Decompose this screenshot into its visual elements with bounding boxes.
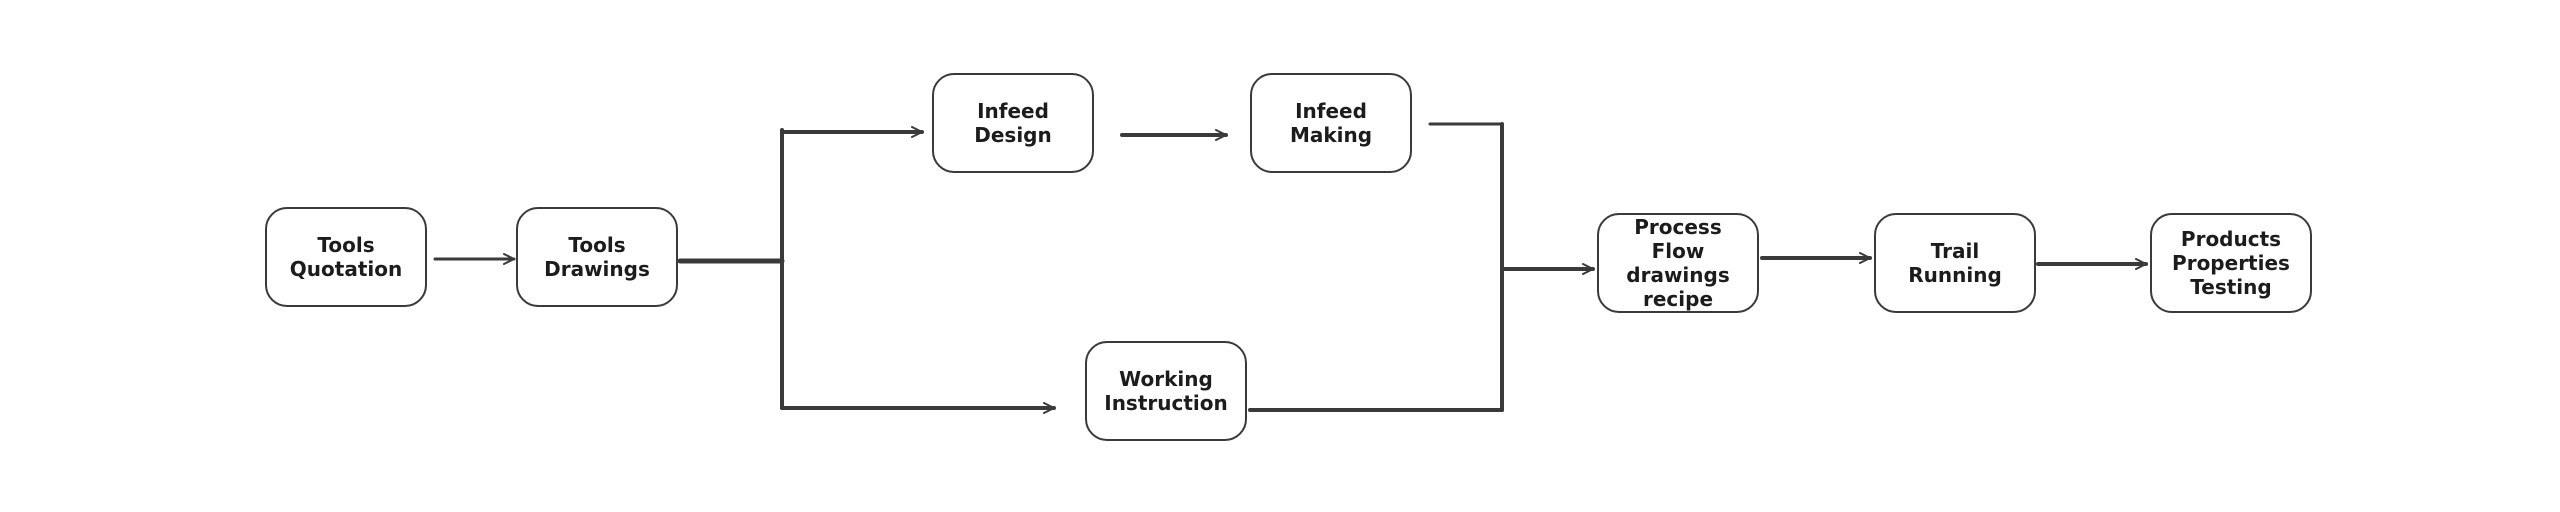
node-label-infeed-design: Infeed Design xyxy=(974,99,1052,147)
node-infeed-design[interactable]: Infeed Design xyxy=(932,73,1094,173)
node-products-properties-testing[interactable]: Products Properties Testing xyxy=(2150,213,2312,313)
node-label-trail-running: Trail Running xyxy=(1908,239,2002,287)
node-label-tools-drawings: Tools Drawings xyxy=(544,233,650,281)
node-trail-running[interactable]: Trail Running xyxy=(1874,213,2036,313)
node-label-products-properties-testing: Products Properties Testing xyxy=(2172,227,2290,299)
node-label-working-instruction: Working Instruction xyxy=(1104,367,1228,415)
node-infeed-making[interactable]: Infeed Making xyxy=(1250,73,1412,173)
node-tools-drawings[interactable]: Tools Drawings xyxy=(516,207,678,307)
node-tools-quotation[interactable]: Tools Quotation xyxy=(265,207,427,307)
node-label-tools-quotation: Tools Quotation xyxy=(289,233,403,281)
node-process-flow[interactable]: Process Flow drawings recipe xyxy=(1597,213,1759,313)
node-label-process-flow: Process Flow drawings recipe xyxy=(1626,215,1730,311)
node-label-infeed-making: Infeed Making xyxy=(1289,99,1373,147)
node-working-instruction[interactable]: Working Instruction xyxy=(1085,341,1247,441)
